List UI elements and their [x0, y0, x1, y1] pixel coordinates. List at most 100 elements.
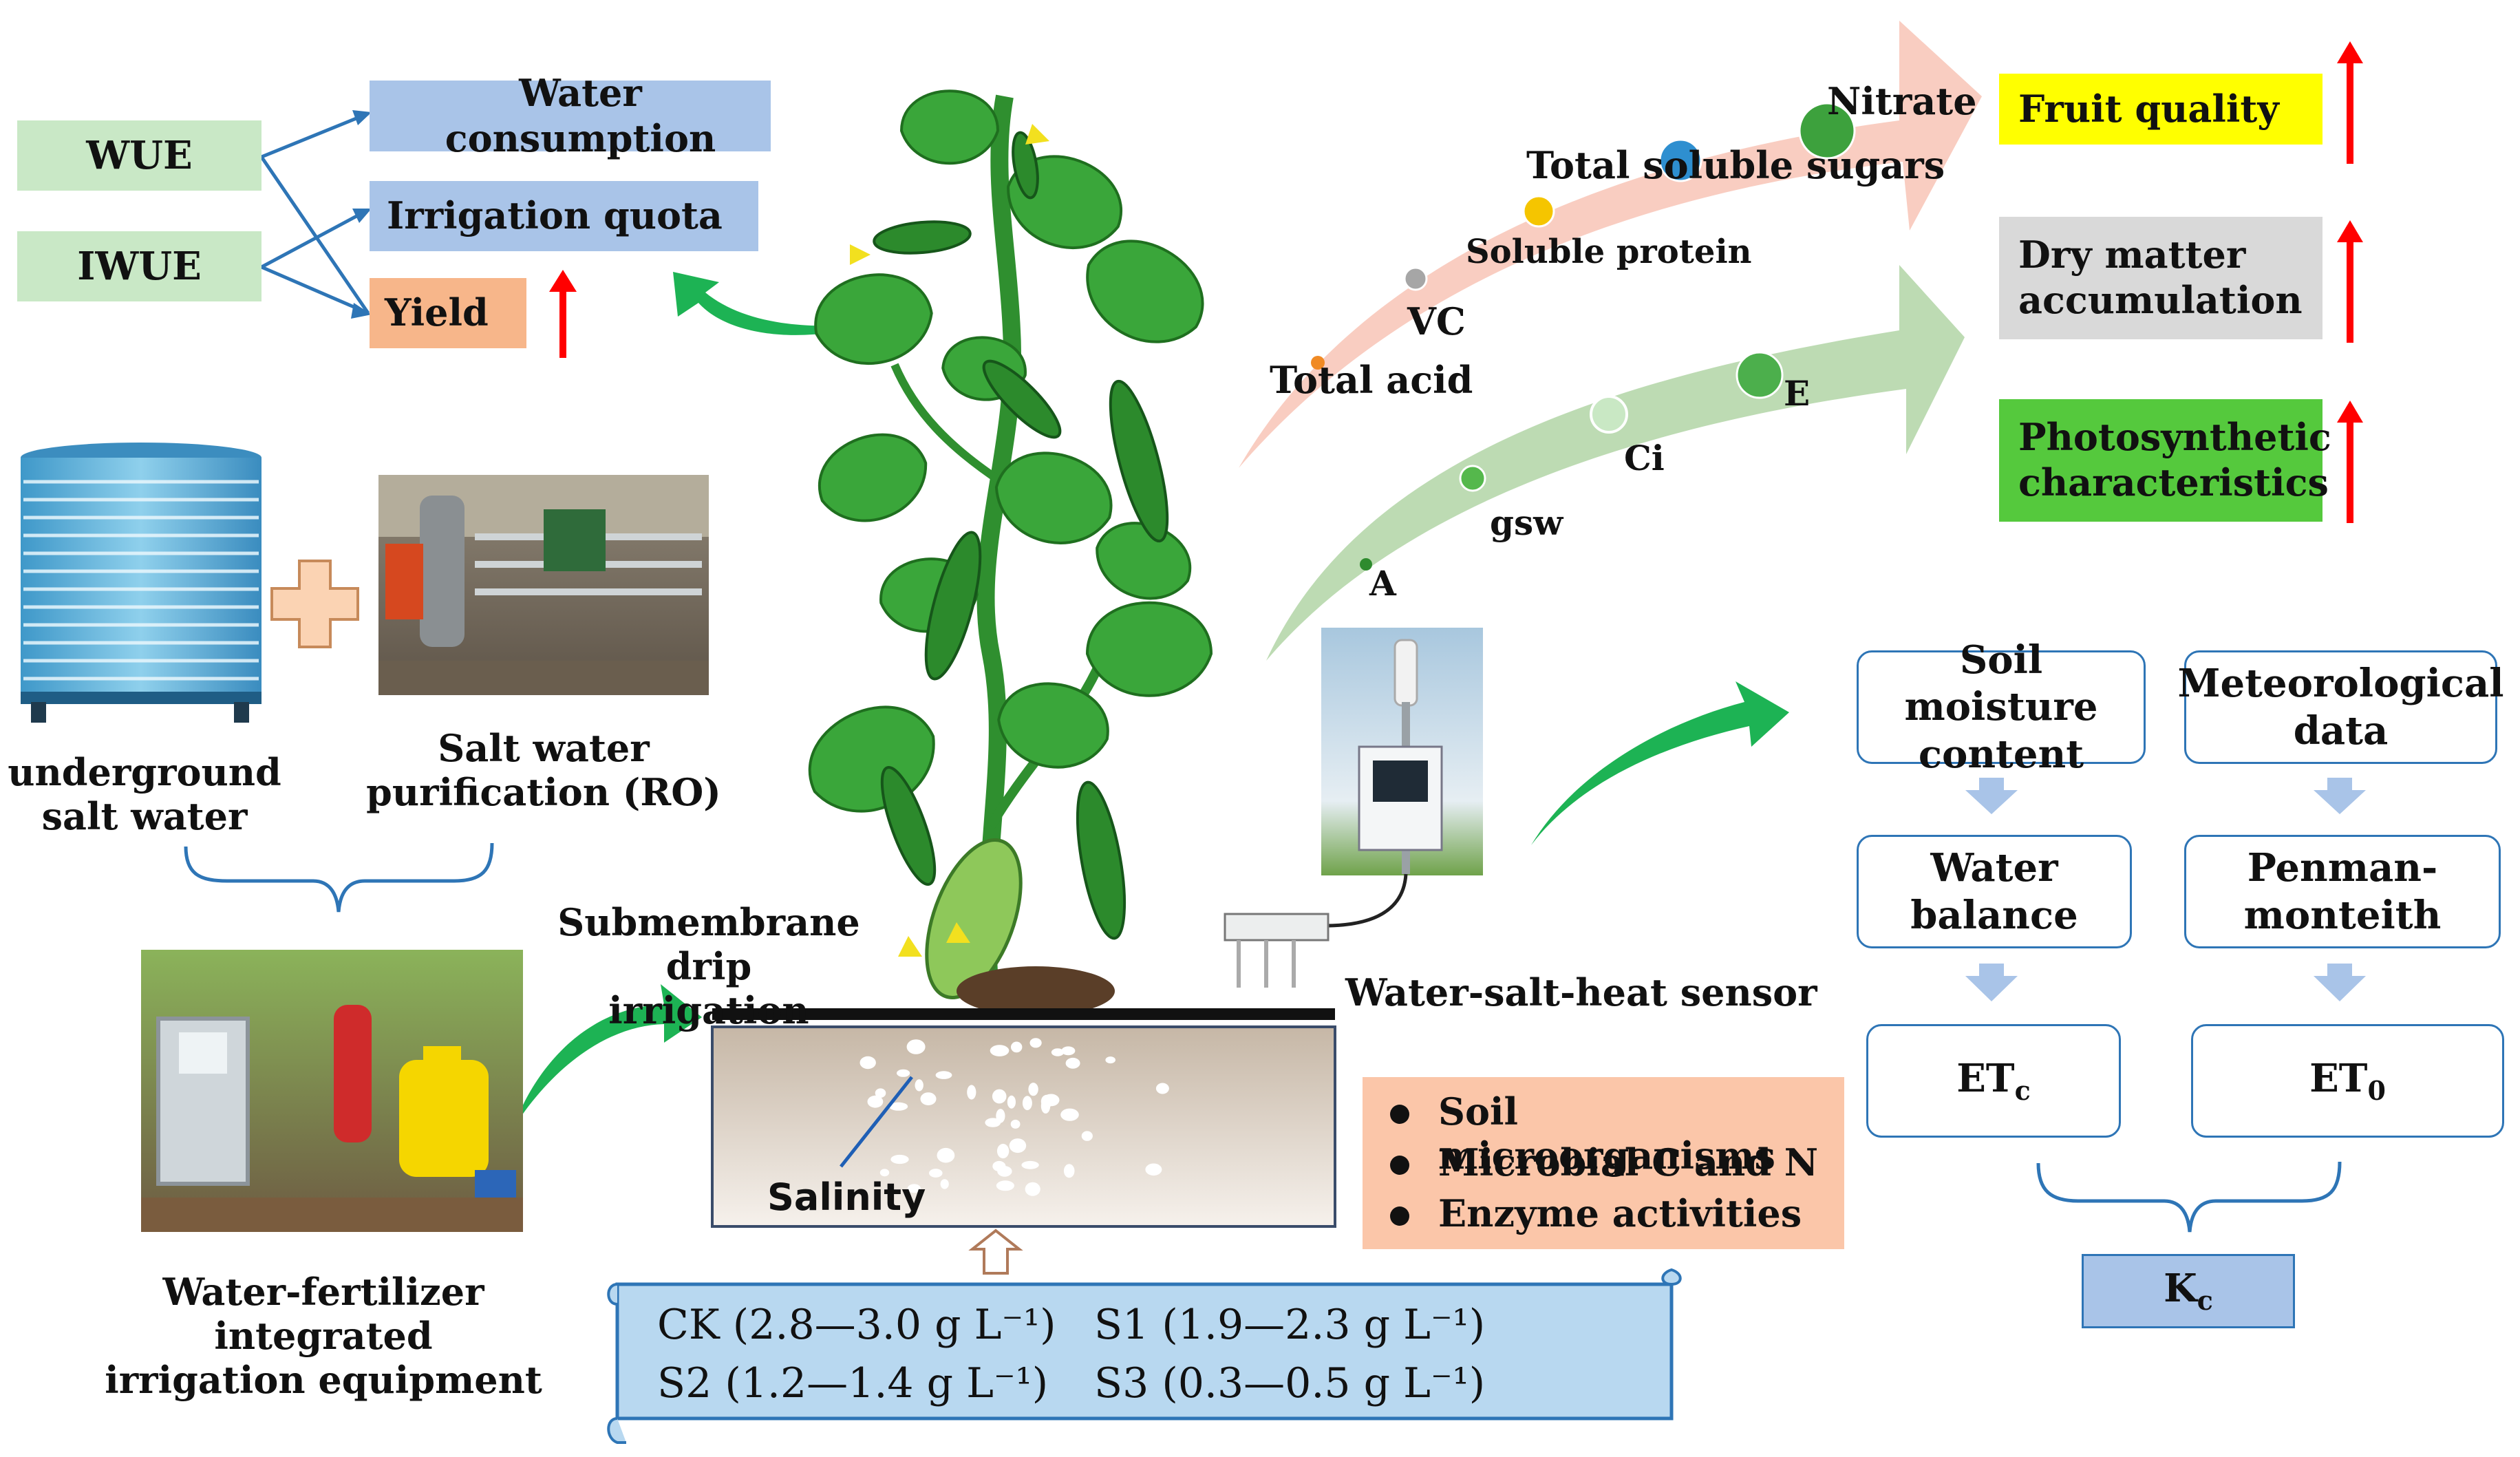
- leaf-shape: [899, 89, 1000, 165]
- wue-box: WUE: [17, 120, 261, 191]
- cucumber-shape: [873, 220, 972, 255]
- irrigation-quota-label: Irrigation quota: [387, 193, 723, 238]
- salt-dot: [920, 1092, 937, 1105]
- soluble-protein-dot: [1522, 195, 1555, 228]
- meteorological-box: Meteorological data: [2177, 650, 2504, 764]
- salt-dot: [940, 1179, 949, 1189]
- leaf-shape: [994, 451, 1113, 544]
- leaf-shape: [1096, 522, 1192, 600]
- a-label: A: [1369, 563, 1396, 604]
- cucumber-shape: [1109, 379, 1169, 543]
- cucumber-shape: [880, 766, 937, 886]
- leaf-shape: [1086, 240, 1204, 343]
- kc-box: Kc: [2082, 1254, 2295, 1328]
- soil-bio-item: Microbial C and N: [1363, 1140, 1844, 1191]
- cucumber-shape: [982, 359, 1062, 439]
- wue-label: WUE: [86, 132, 193, 178]
- etc-label: ETc: [1956, 1055, 2031, 1106]
- fruit-quality-box: Fruit quality: [1999, 74, 2323, 145]
- source-brace: [184, 842, 494, 913]
- salt-dot: [907, 1184, 921, 1193]
- yield-up-arrow: [549, 270, 577, 358]
- soil-bio-list: Soil microorganisms Microbial C and N En…: [1363, 1089, 1844, 1242]
- water-consumption-label: Water consumption: [445, 70, 716, 160]
- gsw-label: gsw: [1490, 502, 1563, 543]
- water-salt-heat-sensor-device: [1224, 873, 1408, 988]
- penman-box: Penman- monteith: [2184, 835, 2501, 948]
- salt-dot: [908, 1041, 919, 1049]
- wue-arrowheads: [351, 110, 372, 319]
- kc-label: Kc: [2164, 1266, 2213, 1317]
- salt-dot: [992, 1089, 1007, 1104]
- drip-label: Submembrane drip irrigation: [557, 900, 860, 1032]
- leaf-shape: [808, 705, 935, 813]
- photosynthesis-indicator-dots: [1360, 351, 1784, 571]
- salt-dot: [915, 1079, 923, 1092]
- salt-dot: [1063, 1164, 1075, 1178]
- dry-matter-box: Dry matter accumulation: [1999, 217, 2323, 339]
- salt-dot: [929, 1169, 943, 1178]
- vc-label: VC: [1407, 299, 1466, 343]
- total-soluble-sugars-label: Total soluble sugars: [1526, 143, 1945, 187]
- a-dot: [1360, 558, 1372, 571]
- cucumber-shape: [1012, 131, 1039, 200]
- salt-dot: [897, 1069, 910, 1077]
- leaf-shape: [1085, 601, 1213, 697]
- cucumber-shape: [924, 531, 982, 681]
- salt-dot: [890, 1154, 909, 1164]
- ci-label: Ci: [1624, 438, 1665, 478]
- salt-dot: [867, 1095, 884, 1108]
- gsw-dot: [1459, 465, 1486, 492]
- kc-brace: [2036, 1161, 2342, 1233]
- water-balance-label: Water balance: [1910, 845, 2078, 938]
- soil-bio-item: Enzyme activities: [1363, 1191, 1844, 1242]
- total-acid-dot: [1311, 356, 1325, 370]
- total-acid-label: Total acid: [1270, 358, 1473, 402]
- salt-dot: [1011, 1041, 1023, 1053]
- salt-dot: [1010, 1119, 1021, 1129]
- salt-dot: [879, 1169, 890, 1177]
- plus-icon: [270, 560, 359, 648]
- salt-dot: [985, 1118, 1001, 1127]
- yield-box: Yield: [370, 278, 526, 348]
- soil-bio-box: Soil microorganisms Microbial C and N En…: [1363, 1077, 1844, 1249]
- soluble-protein-label: Soluble protein: [1466, 233, 1752, 271]
- cucumber-plant-illustration: [808, 89, 1213, 1016]
- salt-dot: [875, 1088, 886, 1098]
- salt-dot: [1040, 1098, 1051, 1114]
- weather-station-photo: [1321, 628, 1483, 875]
- salt-dot: [1021, 1160, 1039, 1169]
- soil-moisture-box: Soil moisture content: [1857, 637, 2146, 777]
- leaf-shape: [997, 682, 1109, 769]
- treatment-scroll-banner: [607, 1268, 1682, 1444]
- soil-moisture-label: Soil moisture content: [1904, 637, 2098, 777]
- ro-label: Salt water purification (RO): [366, 726, 721, 814]
- nitrate-dot: [1798, 102, 1856, 160]
- water-consumption-box: Water consumption: [370, 71, 771, 160]
- salt-dot: [1028, 1083, 1038, 1096]
- leaf-shape: [814, 273, 933, 365]
- ro-purification-photo: [378, 475, 709, 695]
- e-label: E: [1784, 373, 1811, 414]
- photosynthetic-up-arrow: [2337, 401, 2363, 523]
- salt-dot: [1007, 1095, 1016, 1109]
- yield-label: Yield: [385, 290, 489, 335]
- et0-box: ET0: [2191, 1024, 2504, 1138]
- salt-dot: [1022, 1096, 1032, 1111]
- salt-dot: [1060, 1108, 1079, 1121]
- iwue-label: IWUE: [77, 243, 202, 289]
- salt-dot: [889, 1102, 908, 1111]
- photosynthesis-curved-arrow: [1266, 265, 1965, 661]
- salt-dot: [859, 1056, 876, 1070]
- e-dot: [1736, 351, 1784, 399]
- photosynthetic-box: Photosynthetic characteristics: [1999, 399, 2331, 522]
- et0-label: ET0: [2309, 1055, 2386, 1106]
- soil-bio-item: Soil microorganisms: [1363, 1089, 1844, 1178]
- salt-dot: [967, 1085, 976, 1100]
- sensor-label: Water-salt-heat sensor: [1345, 970, 1817, 1014]
- iwue-box: IWUE: [17, 231, 261, 301]
- salt-dot: [996, 1143, 1010, 1159]
- salt-dot: [997, 1166, 1012, 1177]
- photosynthetic-label: Photosynthetic characteristics: [2018, 415, 2331, 504]
